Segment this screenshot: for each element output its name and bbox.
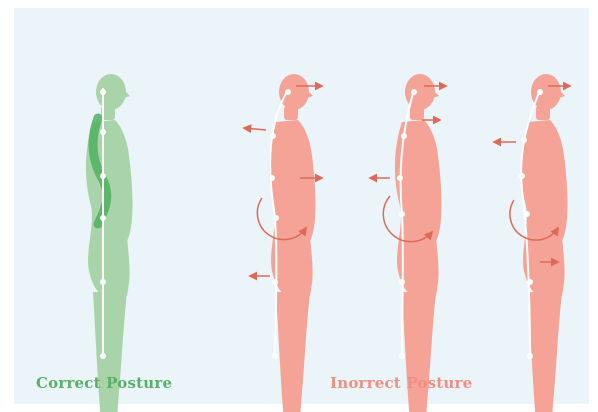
correct-posture-caption: Correct Posture <box>36 374 172 392</box>
incorrect-posture-figure-2 <box>370 74 456 412</box>
incorrect-posture-caption: Inorrect Posture <box>330 374 472 392</box>
incorrect-posture-figure-3 <box>494 74 582 412</box>
incorrect-posture-figure-1 <box>244 74 330 412</box>
correct-posture-figure <box>86 74 147 412</box>
